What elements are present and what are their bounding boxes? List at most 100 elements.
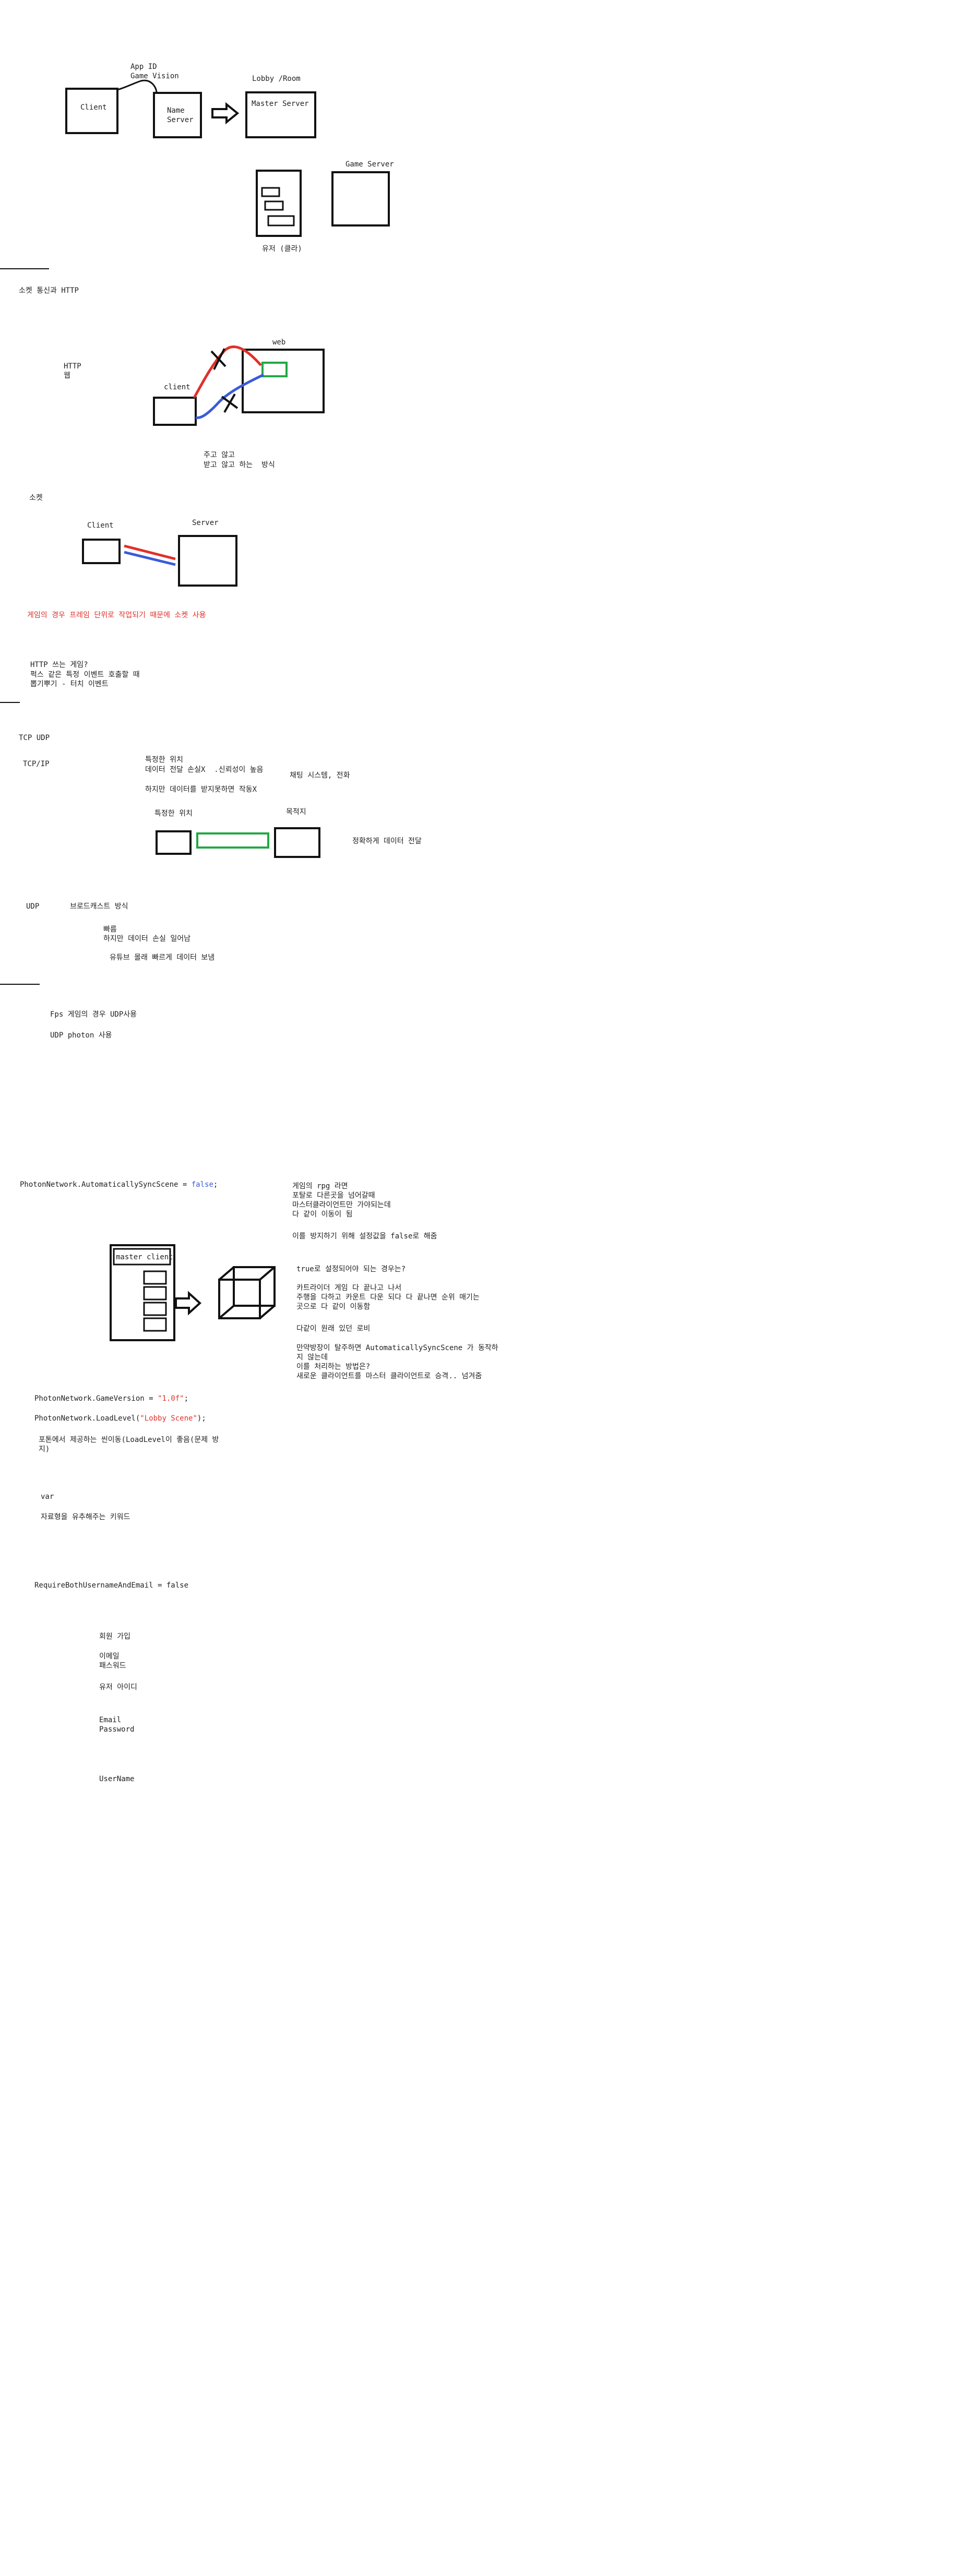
- tcp-destination-box: [274, 827, 320, 858]
- master-server-label: Master Server: [252, 100, 309, 108]
- code-require-both: RequireBothUsernameAndEmail = false: [34, 1581, 189, 1590]
- password-kr-label: 패스워드: [99, 1662, 126, 1670]
- master-client-outer-box: [110, 1244, 175, 1341]
- tcp-udp-heading: TCP UDP: [19, 734, 50, 742]
- tcp-source-box: [156, 830, 192, 855]
- http-x-mark-bottom: [221, 393, 239, 413]
- http-web-inner-green: [261, 362, 288, 377]
- http-web-box: [242, 349, 325, 413]
- note5-line3: 이를 처리하는 방법은?: [296, 1363, 371, 1371]
- game-server-box: [331, 171, 390, 226]
- tcp-destination-label: 목적지: [286, 808, 306, 816]
- tcp-side-note: 채팅 시스템, 전화: [290, 771, 350, 780]
- arrow-to-scene: [175, 1291, 201, 1316]
- socket-http-heading: 소켓 통신과 HTTP: [19, 287, 79, 295]
- server-architecture-diagram: Client App ID Game Vision Name Server Lo…: [0, 63, 394, 269]
- tcp-line2: 데이터 전달 손실X .신뢰성이 높음: [145, 766, 264, 774]
- tcp-source-label: 특정한 위치: [154, 809, 193, 818]
- code-load-level-suffix: );: [197, 1414, 206, 1423]
- name-server-label-1: Name: [167, 106, 185, 115]
- signup-label: 회원 가입: [99, 1632, 130, 1641]
- user-device-box: [256, 170, 302, 237]
- true-question: true로 설정되어야 되는 경우는?: [296, 1265, 406, 1273]
- tcp-channel-green: [196, 832, 269, 849]
- note5-line1: 만약방장이 탈주하면 AutomaticallySyncScene 가 동작하: [296, 1344, 498, 1352]
- http-response-blue-line: [195, 373, 265, 419]
- http-web-label: web: [272, 338, 285, 347]
- note3-line1: 카트라이더 게임 다 끝나고 나서: [296, 1284, 402, 1292]
- code-game-version-suffix: ;: [184, 1394, 189, 1403]
- note2: 이를 방지하기 위해 설정값을 false로 해줌: [292, 1232, 437, 1241]
- client-slot-3: [143, 1302, 167, 1316]
- client-to-nameserver-line: [117, 79, 158, 93]
- username-label: UserName: [99, 1775, 135, 1783]
- http-client-label: client: [164, 383, 190, 391]
- socket-client-label: Client: [87, 521, 114, 530]
- master-client-title-box: [113, 1248, 171, 1266]
- master-server-box: [245, 91, 316, 138]
- email-kr-label: 이메일: [99, 1652, 120, 1661]
- http-client-box: [153, 397, 197, 426]
- section-divider-3-svg: [0, 984, 40, 985]
- udp-line2: 하지만 데이터 손실 일어남: [103, 935, 190, 943]
- photon-loadlevel-note-line1: 포톤에서 제공하는 씬이동(LoadLevel이 좋음(문제 방: [39, 1436, 219, 1444]
- code-game-version: PhotonNetwork.GameVersion = "1.0f";: [34, 1394, 188, 1403]
- section-divider-2-svg: [0, 702, 20, 703]
- http-x-mark-top: [210, 348, 227, 370]
- http-game-question: HTTP 쓰는 게임?: [30, 661, 88, 669]
- client-slot-4: [143, 1317, 167, 1332]
- udp-line1: 빠름: [103, 925, 117, 934]
- tcp-label: TCP/IP: [23, 760, 50, 768]
- user-id-label: 유저 아이디: [99, 1683, 137, 1691]
- udp-title: 브로드캐스트 방식: [70, 902, 128, 911]
- http-game-line1: 퍽스 같은 특정 이벤트 호출할 때: [30, 671, 140, 679]
- var-label: var: [41, 1493, 54, 1501]
- socket-game-note: 게임의 경우 프레임 단위로 작업되기 때문에 소켓 사용: [27, 611, 206, 619]
- game-vision-label: Game Vision: [130, 72, 179, 80]
- note5-line2: 지 않는데: [296, 1353, 328, 1362]
- client-slot-2: [143, 1286, 167, 1301]
- code-auto-sync-value: false: [191, 1180, 213, 1189]
- udp-line3: 유튜브 몰래 빠르게 데이터 보냄: [110, 953, 215, 962]
- note1-line2: 포탈로 다른곳을 넘어갈때: [292, 1191, 375, 1200]
- tcp-line1: 특정한 위치: [145, 756, 183, 764]
- code-game-version-prefix: PhotonNetwork.GameVersion =: [34, 1394, 158, 1403]
- password-en-label: Password: [99, 1725, 135, 1734]
- note5-line4: 새로운 클라이언트를 마스터 클라이언트로 승격.. 넘겨줌: [296, 1372, 482, 1380]
- http-request-red-line: [193, 345, 262, 399]
- code-load-level-value: "Lobby Scene": [140, 1414, 197, 1423]
- client-box: [65, 88, 118, 134]
- name-server-box: [153, 92, 202, 138]
- web-label: 웹: [64, 372, 70, 380]
- game-server-label: Game Server: [345, 160, 394, 169]
- tcp-diagram: 특정한 위치 목적지: [154, 808, 320, 858]
- note3-line3: 곳으로 다 같이 이동함: [296, 1303, 371, 1311]
- code-auto-sync: PhotonNetwork.AutomaticallySyncScene = f…: [20, 1180, 218, 1189]
- socket-diagram: Client Server: [82, 519, 237, 587]
- socket-server-label: Server: [192, 519, 219, 527]
- master-client-diagram: master client: [110, 1244, 276, 1341]
- http-game-line2: 뽑기뿌기 - 터치 이벤트: [30, 680, 109, 688]
- code-game-version-value: "1.0f": [158, 1394, 184, 1403]
- note4: 다같이 원래 있던 로비: [296, 1325, 371, 1333]
- http-note-line2: 받고 않고 하는 방식: [204, 461, 275, 469]
- note1-line1: 게임의 rpg 라면: [292, 1182, 348, 1190]
- socket-label: 소켓: [29, 494, 43, 502]
- note3-line2: 주행을 다하고 카운트 다운 되다 다 끝나면 순위 매기는: [296, 1293, 480, 1302]
- code-load-level: PhotonNetwork.LoadLevel("Lobby Scene");: [34, 1414, 206, 1423]
- code-auto-sync-suffix: ;: [213, 1180, 218, 1189]
- note1-line3: 마스터클라이언트만 가야되는데: [292, 1201, 391, 1209]
- master-client-label: master client: [116, 1253, 173, 1261]
- tcp-exact-delivery: 정확하게 데이터 전달: [352, 837, 422, 845]
- app-id-label: App ID: [130, 63, 157, 71]
- http-label: HTTP: [64, 362, 81, 371]
- user-device-slot-1: [261, 187, 280, 197]
- tcp-line3: 하지만 데이터를 받지못하면 작동X: [145, 785, 257, 794]
- photon-loadlevel-note-line2: 지): [39, 1445, 50, 1453]
- var-description: 자료형을 유추해주는 키워드: [41, 1513, 130, 1521]
- name-server-label-2: Server: [167, 116, 194, 124]
- lobby-room-label: Lobby /Room: [252, 75, 301, 83]
- socket-client-box: [82, 539, 121, 564]
- scene-cube-icon: [218, 1266, 276, 1319]
